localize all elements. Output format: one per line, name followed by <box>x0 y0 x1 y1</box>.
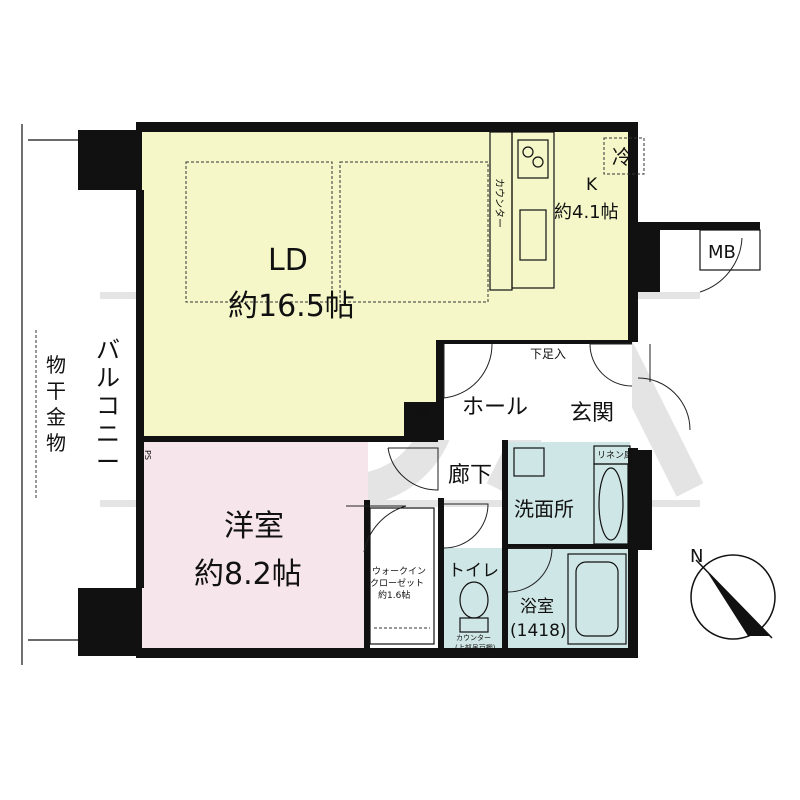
bath-name: 浴室 <box>520 597 554 617</box>
toilet-counter-1: カウンター <box>456 633 491 642</box>
toilet-counter-2: (上部吊戸棚) <box>455 643 496 652</box>
ld-name: LD <box>268 243 308 278</box>
wic-line2: クローゼット <box>370 577 424 589</box>
ld-size: 約16.5帖 <box>228 289 355 324</box>
balcony-label: バルコニー <box>96 336 120 476</box>
walls <box>78 122 760 658</box>
compass-north: N <box>690 546 703 567</box>
ps-label: PS <box>143 450 152 460</box>
bedroom-fill <box>142 440 368 648</box>
wic-line1: ウォークイン <box>372 566 426 577</box>
mb-label: MB <box>708 242 736 263</box>
refrigerator-icon <box>603 137 645 175</box>
svg-text:バルコニー: バルコニー <box>96 336 120 476</box>
washroom-label: 洗面所 <box>514 497 574 521</box>
kitchen-size: 約4.1帖 <box>554 202 619 223</box>
washroom-fill <box>506 442 630 546</box>
balcony <box>21 124 78 665</box>
hall-label: ホール <box>462 395 528 420</box>
counter-label: カウンター <box>493 178 505 228</box>
compass-icon <box>690 554 776 640</box>
svg-text:物干金物: 物干金物 <box>46 353 66 455</box>
washroom-fixtures <box>513 445 631 545</box>
doors <box>346 237 743 593</box>
laundry-rack-label: 物干金物 <box>46 353 66 455</box>
toilet-fill <box>444 548 506 648</box>
corridor-label: 廊下 <box>448 463 492 488</box>
storage-label-b: 入 <box>418 422 429 435</box>
entrance-label: 玄関 <box>570 401 614 426</box>
toilet-fixture <box>459 581 489 633</box>
wic-size: 約1.6帖 <box>378 589 410 601</box>
storage-label-a: 物 <box>418 407 429 421</box>
refrigerator-label: 冷 <box>612 145 632 169</box>
shoe-box-label: 下足入 <box>530 347 566 361</box>
bathtub <box>567 553 627 645</box>
kitchen-counter <box>489 131 645 291</box>
bedroom-name: 洋室 <box>224 509 284 544</box>
kitchen-name: K <box>586 175 598 195</box>
hall-fill <box>438 340 632 440</box>
bath-size: (1418) <box>510 621 567 641</box>
linen-label: リネン庫 <box>597 449 633 461</box>
toilet-label: トイレ <box>448 561 499 581</box>
bedroom-size: 約8.2帖 <box>194 557 302 592</box>
